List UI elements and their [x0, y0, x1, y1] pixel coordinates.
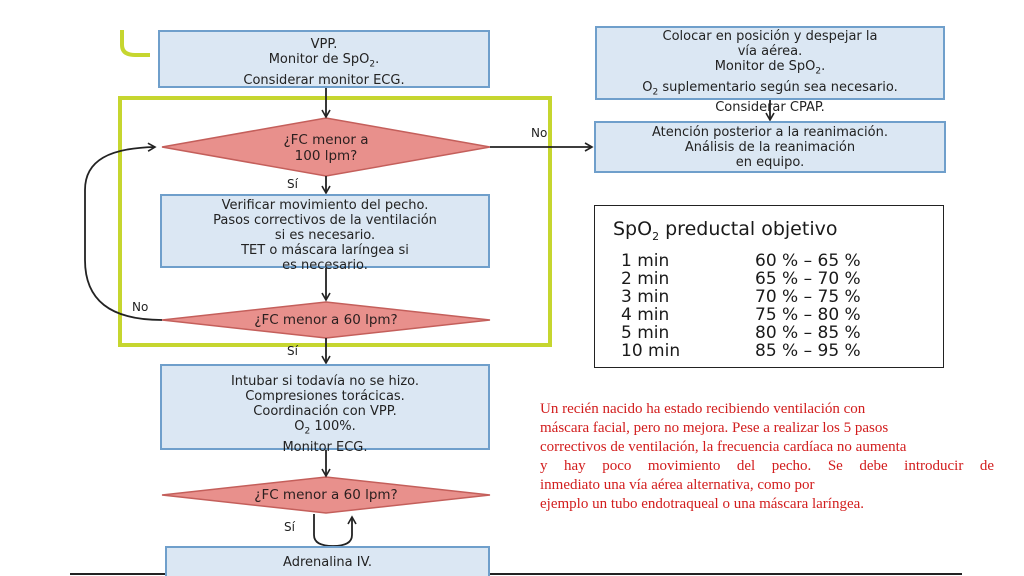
arrow-uturn: [313, 514, 357, 547]
spo2-row-time: 3 min: [621, 287, 670, 307]
box-vpp-sub: 2: [369, 59, 376, 70]
spo2-row-time: 1 min: [621, 251, 670, 271]
diamond-fc100-line1: ¿FC menor a: [283, 132, 369, 148]
box-vpp: VPP. Monitor de SpO2. Considerar monitor…: [158, 30, 490, 88]
spo2-row-range: 60 % – 65 %: [755, 251, 861, 271]
spo2-row-time: 10 min: [621, 341, 681, 361]
arrow-no-loop: [84, 142, 163, 321]
box-intubar-line5: Monitor ECG.: [282, 439, 368, 455]
spo2-row-time: 2 min: [621, 269, 670, 289]
label-si-2: Sí: [287, 344, 298, 358]
box-atencion: Atención posterior a la reanimación. Aná…: [594, 121, 946, 173]
case-note-line: y hay poco movimiento del pecho. Se debe…: [540, 458, 994, 474]
box-colocar-line1: Colocar en posición y despejar la: [662, 29, 878, 44]
spo2-target-table: SpO2 preductal objetivo 1 min 60 % – 65 %…: [594, 205, 944, 368]
box-adrenalina: Adrenalina IV.: [165, 546, 490, 576]
box-verificar: Verificar movimiento del pecho. Pasos co…: [160, 194, 490, 273]
spo2-row-range: 65 % – 70 %: [755, 269, 861, 289]
box-verificar-line2: Pasos correctivos de la ventilación: [213, 213, 437, 228]
box-vpp-line3: Considerar monitor ECG.: [243, 72, 405, 88]
box-intubar-o2: O: [294, 419, 305, 434]
box-adrenalina-text: Adrenalina IV.: [283, 555, 372, 570]
spo2-row-time: 4 min: [621, 305, 670, 325]
box-intubar-o2-rest: 100%.: [310, 419, 356, 434]
box-colocar-sub2: 2: [652, 87, 659, 98]
spo2-row-range: 85 % – 95 %: [755, 341, 861, 361]
box-intubar-line3: Coordinación con VPP.: [253, 404, 397, 419]
diamond-fc60a-shape: [161, 301, 491, 339]
spo2-row: 4 min 75 % – 80 %: [621, 305, 921, 325]
box-intubar-sub: 2: [304, 426, 311, 437]
box-vpp-line2-text: Monitor de SpO: [268, 52, 370, 67]
box-verificar-line1: Verificar movimiento del pecho.: [221, 198, 429, 213]
case-note-line: correctivos de ventilación, la frecuenci…: [540, 439, 907, 455]
spo2-row: 1 min 60 % – 65 %: [621, 251, 921, 271]
case-note-line: ejemplo un tubo endotraqueal o una másca…: [540, 496, 865, 512]
spo2-title-post: preductal objetivo: [659, 218, 838, 240]
case-note: Un recién nacido ha estado recibiendo ve…: [540, 400, 994, 514]
box-colocar-line5: Considerar CPAP.: [715, 100, 825, 116]
bracket-fragment: [120, 30, 150, 57]
box-atencion-line1: Atención posterior a la reanimación.: [652, 125, 888, 140]
box-colocar: Colocar en posición y despejar la vía aé…: [595, 26, 945, 115]
label-si-1: Sí: [287, 177, 298, 191]
box-atencion-line2: Análisis de la reanimación: [684, 140, 856, 155]
diamond-fc100-label: ¿FC menor a 100 lpm?: [246, 132, 406, 164]
diamond-fc60b-label: ¿FC menor a 60 lpm?: [254, 487, 398, 503]
box-verificar-line5: es necesario.: [282, 258, 368, 273]
label-no-right: No: [531, 126, 548, 140]
diamond-fc60a-label: ¿FC menor a 60 lpm?: [254, 312, 398, 328]
box-colocar-o2: O: [642, 79, 653, 95]
case-note-line: máscara facial, pero no mejora. Pese a r…: [540, 420, 889, 436]
box-intubar-line4: O2 100%.: [162, 419, 488, 440]
spo2-row-range: 80 % – 85 %: [755, 323, 861, 343]
box-vpp-line2: Monitor de SpO2.: [268, 52, 380, 70]
label-si-3: Sí: [284, 520, 295, 534]
diamond-fc60b-shape: [161, 476, 491, 514]
box-verificar-line4: TET o máscara laríngea si: [241, 243, 409, 258]
box-intubar: Intubar si todavía no se hizo. Compresio…: [160, 364, 490, 455]
box-colocar-sub1: 2: [815, 66, 822, 77]
spo2-row-time: 5 min: [621, 323, 670, 343]
spo2-row: 10 min 85 % – 95 %: [621, 341, 921, 361]
spo2-row: 3 min 70 % – 75 %: [621, 287, 921, 307]
box-intubar-line1: Intubar si todavía no se hizo.: [230, 374, 420, 389]
spo2-row: 2 min 65 % – 70 %: [621, 269, 921, 289]
highlight-frame: [118, 96, 552, 347]
case-note-line: inmediato una vía aérea alternativa, com…: [540, 477, 815, 493]
box-colocar-line2: vía aérea.: [737, 44, 803, 59]
spo2-title-pre: SpO: [613, 218, 653, 240]
box-verificar-line3: si es necesario.: [274, 228, 376, 243]
case-note-line: Un recién nacido ha estado recibiendo ve…: [540, 401, 866, 417]
box-atencion-line3: en equipo.: [735, 155, 805, 170]
spo2-title-sub: 2: [652, 229, 660, 243]
box-vpp-line1: VPP.: [310, 37, 338, 52]
spo2-row-range: 75 % – 80 %: [755, 305, 861, 325]
box-colocar-spo2: Monitor de SpO: [714, 59, 816, 74]
spo2-row-range: 70 % – 75 %: [755, 287, 861, 307]
box-colocar-line4: O2 suplementario según sea necesario.: [597, 80, 943, 101]
spo2-row: 5 min 80 % – 85 %: [621, 323, 921, 343]
label-no-loop: No: [132, 300, 149, 314]
diamond-fc100-line2: 100 lpm?: [294, 148, 358, 164]
box-colocar-line3: Monitor de SpO2.: [714, 59, 826, 77]
spo2-table-title: SpO2 preductal objetivo: [613, 218, 837, 243]
box-colocar-o2-rest: suplementario según sea necesario.: [658, 79, 898, 95]
box-intubar-line2: Compresiones torácicas.: [245, 389, 405, 404]
